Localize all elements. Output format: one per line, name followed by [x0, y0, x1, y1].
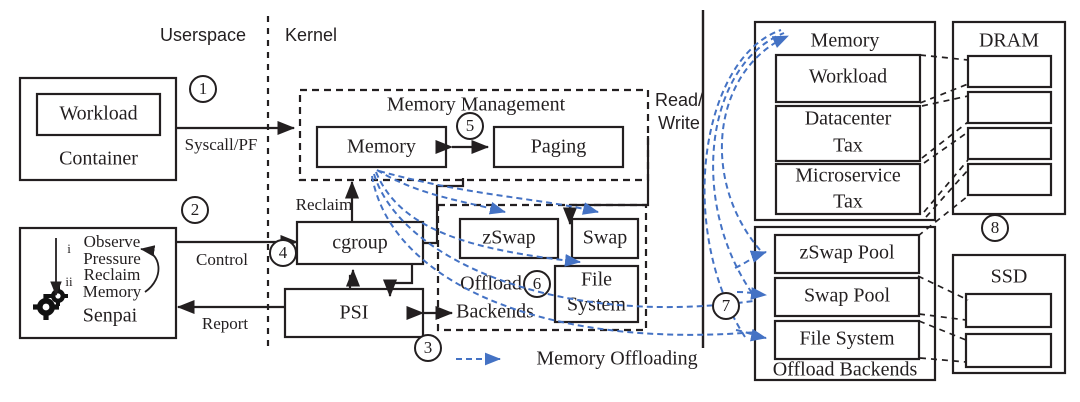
right-file-system-label: File System — [799, 328, 894, 350]
dram-title: DRAM — [979, 30, 1039, 52]
memory-offload-curves-kernel — [375, 169, 599, 267]
senpai-observe-line2: Pressure — [83, 249, 141, 268]
cgroup-box — [295, 220, 425, 266]
cgroup-right-connector — [423, 178, 465, 245]
step-8-label: 8 — [991, 218, 1000, 237]
senpai-observe-line1: Observe — [84, 232, 141, 251]
swap-label: Swap — [583, 227, 627, 249]
memory-management-title: Memory Management — [387, 94, 566, 116]
memory-to-dram-leaders — [919, 54, 969, 218]
senpai-reclaim-line2: Memory — [83, 282, 142, 301]
offload-backends-group — [436, 203, 648, 332]
psi-label: PSI — [340, 302, 369, 324]
offload-title-line2: Backends — [456, 301, 534, 323]
report-label: Report — [202, 314, 249, 333]
dram-slot-2 — [966, 90, 1053, 125]
dram-slot-4 — [966, 162, 1053, 197]
ssd-title: SSD — [991, 266, 1028, 288]
right-datacenter-tax-line1: Datacenter — [805, 108, 892, 130]
file-system-line1: File — [581, 269, 612, 291]
step-7-label: 7 — [722, 296, 731, 315]
memory-offload-curves-right — [703, 29, 789, 338]
file-system-box — [553, 264, 640, 324]
step-5-circle — [456, 112, 484, 140]
right-microservice-tax-box — [774, 162, 922, 216]
memory-label: Memory — [347, 136, 416, 158]
senpai-step-i-marker: i — [67, 241, 71, 256]
right-workload-box — [774, 53, 922, 104]
ssd-slot-1 — [964, 292, 1053, 329]
right-workload-label: Workload — [809, 66, 887, 88]
cgroup-label: cgroup — [332, 232, 388, 254]
step-3-circle — [414, 334, 442, 362]
step-8-circle — [981, 214, 1009, 242]
right-zswap-pool-label: zSwap Pool — [800, 242, 895, 264]
container-label: Container — [59, 148, 138, 170]
right-zswap-pool-box — [773, 233, 921, 275]
step-1-label: 1 — [199, 79, 208, 98]
right-datacenter-tax-line2: Tax — [833, 135, 863, 157]
file-system-line2: System — [567, 294, 626, 316]
step-6-label: 6 — [533, 274, 542, 293]
dram-slot-1 — [966, 54, 1053, 89]
cgroup-down-arrow — [382, 264, 414, 298]
offload-to-storage-leaders — [917, 195, 969, 363]
workload-box — [35, 92, 162, 137]
right-file-system-box — [773, 319, 921, 361]
step-5-label: 5 — [466, 116, 475, 135]
step-1-circle — [189, 75, 217, 103]
step-2-label: 2 — [191, 200, 200, 219]
offload-title-line1: Offload — [460, 273, 522, 295]
right-microservice-tax-line1: Microservice — [795, 165, 901, 187]
right-datacenter-tax-box — [774, 104, 922, 163]
senpai-loop-arrow — [140, 245, 160, 293]
control-label: Control — [196, 250, 248, 269]
legend-label: Memory Offloading — [536, 348, 697, 370]
right-offload-title: Offload Backends — [773, 359, 918, 381]
read-write-line2: Write — [658, 113, 700, 133]
read-write-line1: Read/ — [655, 90, 703, 110]
legend: Memory Offloading — [456, 348, 698, 370]
senpai-step-ii-marker: ii — [65, 274, 73, 289]
syscall-label: Syscall/PF — [185, 135, 258, 154]
step-2-circle — [181, 196, 209, 224]
kernel-label: Kernel — [285, 25, 337, 45]
paging-box — [492, 125, 625, 169]
right-memory-title: Memory — [811, 30, 880, 52]
psi-to-cgroup-arrow — [345, 268, 361, 289]
zswap-label: zSwap — [482, 227, 535, 249]
step-4-label: 4 — [279, 243, 288, 262]
ssd-slot-2 — [964, 332, 1053, 369]
memory-offload-arrows-right — [734, 250, 767, 342]
reclaim-label: Reclaim — [296, 195, 353, 214]
right-swap-pool-box — [773, 276, 921, 318]
memory-offload-curves-cross — [371, 173, 761, 336]
paging-label: Paging — [531, 136, 587, 158]
psi-box — [283, 287, 425, 339]
memory-management-group — [298, 88, 650, 182]
senpai-reclaim-line1: Reclaim — [84, 265, 141, 284]
userspace-label: Userspace — [160, 25, 246, 45]
step-3-label: 3 — [424, 338, 433, 357]
right-microservice-tax-line2: Tax — [833, 191, 863, 213]
workload-label: Workload — [59, 103, 137, 125]
right-swap-pool-label: Swap Pool — [804, 285, 891, 307]
swap-box — [570, 217, 640, 260]
step-7-circle — [712, 292, 740, 320]
dram-slot-3 — [966, 126, 1053, 161]
senpai-title: Senpai — [83, 305, 138, 327]
